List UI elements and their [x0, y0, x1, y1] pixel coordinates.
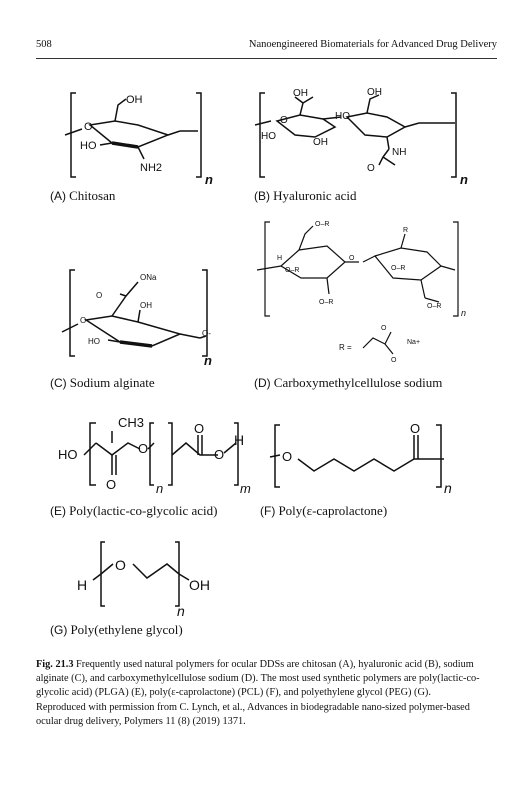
atom-o: O: [381, 325, 387, 332]
caption-reproduced: Reproduced with permission from C. Lynch…: [36, 701, 470, 727]
caption-text: Frequently used natural polymers for ocu…: [36, 659, 480, 699]
panel-label-b: (B) Hyaluronic acid: [254, 188, 357, 203]
atom-oh: OH: [367, 87, 382, 98]
subscript-m: m: [240, 481, 251, 496]
panel-label-g: (G) Poly(ethylene glycol): [50, 622, 183, 637]
subscript-n: n: [205, 172, 213, 187]
structure-plga: CH3 HO O O n O O H m: [58, 415, 251, 496]
structure-carboxymethylcellulose: O–R H O–R O O–R R O–R O–R R = O O Na+ n: [256, 221, 466, 364]
atom-o: O: [106, 477, 116, 492]
atom-ho: HO: [58, 447, 78, 462]
atom-o: O: [138, 441, 148, 456]
atom-h: H: [277, 255, 282, 262]
atom-o: O: [214, 447, 224, 462]
atom-oh: OH: [140, 301, 152, 310]
structure-chitosan: O OH HO NH2 n: [64, 92, 213, 187]
atom-ona: ONa: [140, 273, 157, 282]
subscript-n: n: [156, 481, 163, 496]
subscript-n: n: [461, 308, 466, 318]
panel-label-f: (F) Poly(ε-caprolactone): [260, 503, 388, 518]
subscript-n: n: [444, 480, 452, 496]
atom-o: O: [410, 421, 420, 436]
structure-pcl: O O n: [269, 421, 452, 496]
panel-label-d: (D) Carboxymethylcellulose sodium: [254, 375, 443, 390]
atom-o-r: O–R: [391, 265, 405, 272]
atom-na-plus: Na+: [407, 339, 420, 346]
atom-nh2: NH2: [140, 162, 162, 174]
figure-label: Fig. 21.3: [36, 659, 74, 670]
atom-o: O: [194, 421, 204, 436]
atom-h: H: [234, 432, 244, 448]
running-title: Nanoengineered Biomaterials for Advanced…: [248, 39, 497, 50]
atom-o: O: [96, 291, 102, 300]
atom-oh: OH: [293, 88, 308, 99]
atom-nh: NH: [392, 147, 406, 158]
atom-o: O: [280, 115, 288, 126]
atom-o: O: [115, 557, 126, 573]
atom-oh: OH: [126, 94, 143, 106]
subscript-n: n: [177, 603, 185, 619]
panel-label-e: (E) Poly(lactic-co-glycolic acid): [50, 503, 218, 518]
atom-o: O: [84, 121, 93, 133]
atom-oh: OH: [189, 577, 210, 593]
structure-sodium-alginate: ONa O OH O HO O- n: [61, 269, 212, 368]
atom-h: H: [77, 577, 87, 593]
atom-o-r: O–R: [319, 299, 333, 306]
atom-o: O: [282, 449, 292, 464]
structure-peg: H O OH n: [77, 541, 210, 619]
atom-o: O: [391, 357, 397, 364]
panel-label-a: (A) Chitosan: [50, 188, 116, 203]
atom-r-eq: R =: [339, 343, 352, 352]
atom-o-r: O–R: [315, 221, 329, 228]
atom-oh: OH: [313, 137, 328, 148]
header-rule: [36, 58, 497, 59]
atom-ho: HO: [88, 337, 100, 346]
subscript-n: n: [460, 172, 468, 187]
panel-label-c: (C) Sodium alginate: [50, 375, 155, 390]
figure-caption: Fig. 21.3 Frequently used natural polyme…: [36, 658, 498, 729]
atom-ch3: CH3: [118, 415, 144, 430]
atom-o: O: [349, 255, 355, 262]
atom-ho: HO: [80, 140, 97, 152]
page-header: 508 Nanoengineered Biomaterials for Adva…: [36, 39, 497, 55]
atom-ho: HO: [335, 111, 350, 122]
structure-hyaluronic-acid: O OH HO OH HO OH NH O n: [254, 87, 468, 187]
atom-o: O: [80, 316, 86, 325]
atom-o: O: [367, 163, 375, 174]
atom-o-r: O–R: [427, 303, 441, 310]
atom-o-r: O–R: [285, 267, 299, 274]
atom-ho: HO: [261, 131, 276, 142]
page-number: 508: [36, 39, 52, 50]
subscript-n: n: [204, 353, 212, 368]
atom-r: R: [403, 227, 408, 234]
atom-o-minus: O-: [202, 329, 211, 338]
